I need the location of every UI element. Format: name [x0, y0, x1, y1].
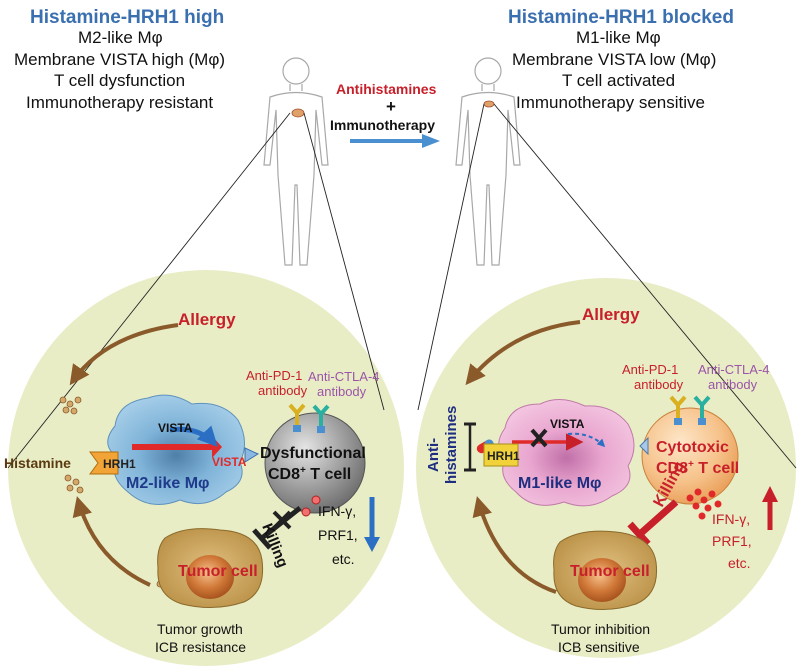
m1-macrophage-cell [498, 399, 635, 507]
left-anti-ctla4-label-2: antibody [317, 384, 367, 399]
middle-antihistamines-label: Antihistamines [336, 81, 437, 97]
left-killing-tbar [252, 528, 272, 550]
left-tcell-label-1: Dysfunctional [260, 445, 366, 462]
right-cytokine-up-arrowhead [762, 486, 778, 502]
left-anti-ctla4-label-1: Anti-CTLA-4 [308, 369, 380, 384]
left-granule [311, 495, 321, 505]
right-header-title: Histamine-HRH1 blocked [508, 7, 734, 28]
left-cytokines-label-2: PRF1, [318, 527, 358, 543]
right-tcell-label-1: Cytotoxic [656, 439, 729, 456]
middle-immunotherapy-label: Immunotherapy [330, 117, 435, 133]
right-header-line-2: Membrane VISTA low (Mφ) [512, 50, 717, 69]
left-tumor-nucleus [186, 555, 234, 599]
left-header-line-3: T cell dysfunction [54, 71, 186, 90]
left-anti-pd1-label-1: Anti-PD-1 [246, 368, 302, 383]
left-footer-2: ICB resistance [155, 639, 246, 655]
left-killing-x-icon [272, 510, 292, 530]
left-allergy-label: Allergy [178, 310, 236, 329]
left-cytokines-label-1: IFN-γ, [318, 503, 356, 519]
zoom-line-right-outer [417, 103, 485, 411]
left-histamine-label: Histamine [4, 455, 71, 471]
right-killing-line [637, 499, 679, 537]
right-allergy-label: Allergy [582, 305, 640, 324]
left-tcell-label-2: CD8+ T cell [268, 465, 351, 483]
right-anti-pd1-label-2: antibody [634, 377, 684, 392]
left-header-line-4: Immunotherapy resistant [26, 93, 214, 112]
left-anti-pd1-label-2: antibody [258, 383, 308, 398]
left-cytokine-down-arrowhead [364, 537, 380, 552]
right-header-line-4: Immunotherapy sensitive [516, 93, 705, 112]
right-tcell-receptor [639, 436, 649, 456]
left-tumor-label: Tumor cell [178, 563, 258, 580]
vista-upregulation-arrow [169, 425, 218, 447]
right-anti-ctla4-antibody-icon [693, 395, 711, 425]
right-vista-dashed-arrow [567, 432, 606, 448]
right-tumor-nucleus [578, 558, 626, 602]
left-anti-ctla4-antibody-icon [312, 404, 330, 433]
left-allergy-arrow [69, 323, 179, 386]
right-cytotoxic-tcell [641, 407, 739, 505]
right-header-line-3: T cell activated [562, 71, 676, 90]
left-header-title: Histamine-HRH1 high [30, 7, 225, 28]
left-dysfunctional-tcell [264, 412, 366, 514]
left-macrophage-label: M2-like Mφ [126, 475, 209, 492]
right-hrh1-receptor [483, 443, 519, 467]
left-granule [301, 507, 311, 517]
left-vista-top-label: VISTA [158, 421, 193, 435]
left-hrh1-signal-arrow [132, 436, 222, 458]
human-silhouette-right-icon [455, 57, 521, 266]
treatment-arrow-head [422, 134, 440, 148]
left-header-line-1: M2-like Mφ [78, 28, 163, 47]
right-antihistamines-label-2: histamines [443, 406, 460, 484]
left-tumor-histamine-arrow [72, 496, 151, 587]
right-anti-ctla4-label-2: antibody [708, 377, 758, 392]
right-cytokines-label-2: PRF1, [712, 533, 752, 549]
right-killing-tbar [627, 521, 651, 547]
left-hrh1-receptor [89, 451, 119, 475]
left-cytokines-label-3: etc. [332, 551, 355, 567]
right-cytotoxic-granules [686, 488, 722, 520]
left-vista-receptor [244, 447, 260, 463]
left-vista-side-label: VISTA [212, 455, 247, 469]
right-anti-ctla4-label-1: Anti-CTLA-4 [698, 362, 770, 377]
tumor-site-right-marker [483, 100, 495, 108]
right-vista-label: VISTA [550, 417, 585, 431]
tumor-site-left-marker [291, 108, 305, 118]
middle-plus-label: + [386, 97, 396, 116]
zoom-line-right-inner [493, 103, 797, 469]
left-hrh1-label: HRH1 [103, 457, 136, 471]
left-header-line-2: Membrane VISTA high (Mφ) [14, 50, 225, 69]
zoom-line-left-outer [7, 112, 291, 469]
right-tumor-label: Tumor cell [570, 563, 650, 580]
right-anti-pd1-antibody-icon [669, 395, 687, 425]
zoom-line-left-inner [303, 112, 385, 411]
right-allergy-arrow [465, 320, 581, 386]
right-antihistamines-label-1: Anti- [425, 438, 442, 472]
right-tumor-histamine-arrow [472, 496, 557, 594]
right-anti-pd1-label-1: Anti-PD-1 [622, 362, 678, 377]
left-anti-pd1-antibody-icon [288, 403, 306, 432]
right-signal-blocked-x-icon [530, 428, 548, 448]
right-cytokines-label-1: IFN-γ, [712, 511, 750, 527]
right-header-line-1: M1-like Mφ [576, 28, 661, 47]
right-cytokines-label-3: etc. [728, 555, 751, 571]
left-footer-1: Tumor growth [157, 621, 243, 637]
human-silhouette-left-icon [263, 57, 329, 266]
right-footer-2: ICB sensitive [558, 639, 640, 655]
right-footer-1: Tumor inhibition [551, 621, 650, 637]
right-tcell-label-2: CD8+ T cell [656, 459, 739, 477]
right-macrophage-label: M1-like Mφ [518, 475, 601, 492]
right-hrh1-label: HRH1 [487, 449, 520, 463]
